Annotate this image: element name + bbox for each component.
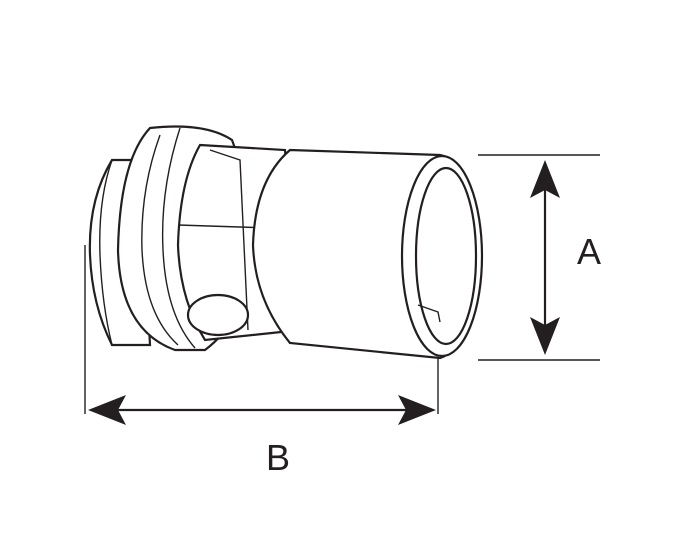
front-opening-outer <box>400 154 484 358</box>
set-screw <box>186 293 250 337</box>
front-opening-inner <box>414 166 478 346</box>
arrow-down-icon <box>530 317 560 355</box>
arrow-left-icon <box>88 395 126 425</box>
dimension-a-label: A <box>577 231 601 272</box>
connector-drawing <box>88 125 484 360</box>
arrow-right-icon <box>398 395 436 425</box>
dimension-b-label: B <box>266 437 290 478</box>
arrow-up-icon <box>530 160 560 198</box>
dimension-b: B <box>84 245 439 478</box>
dimension-a: A <box>478 154 601 361</box>
